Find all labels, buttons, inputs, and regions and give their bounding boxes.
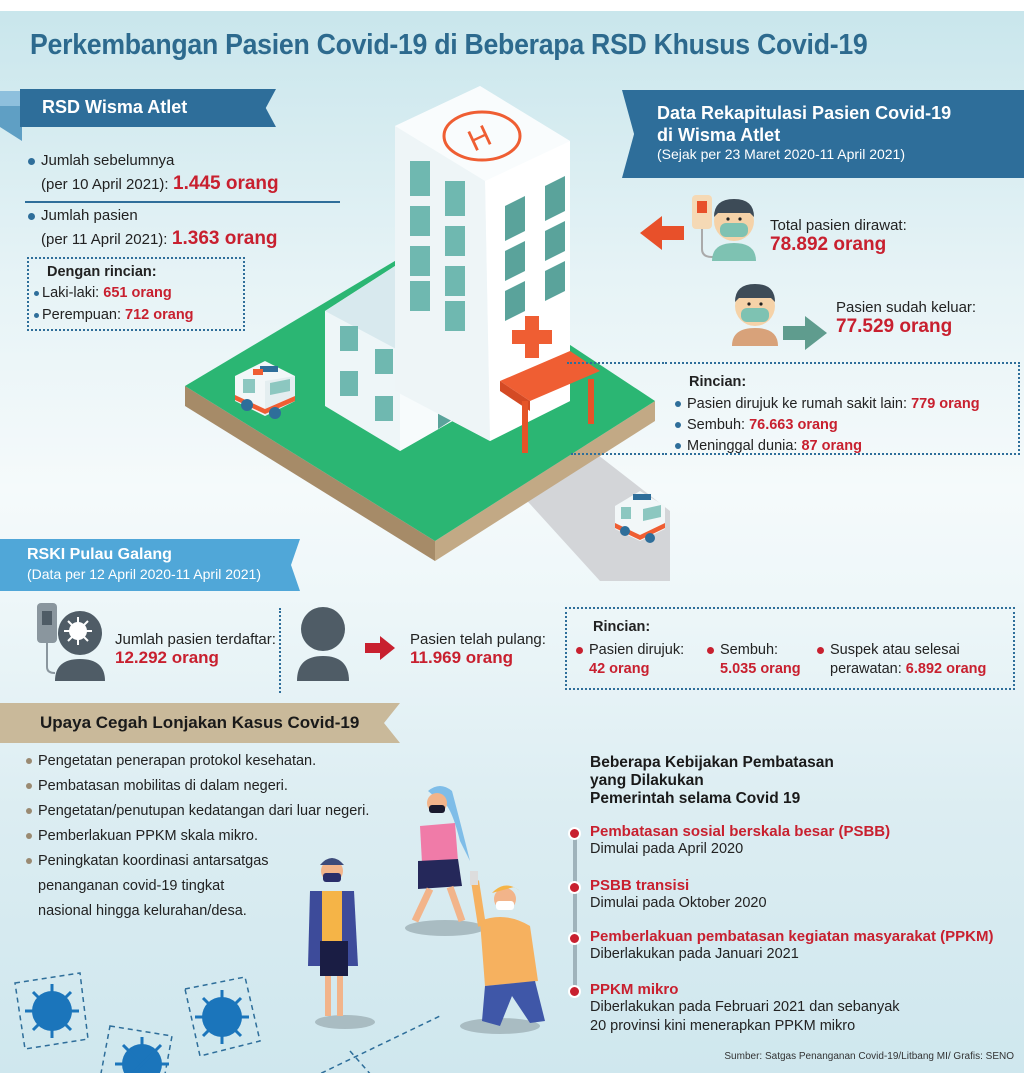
previous-count: Jumlah sebelumnya (per 10 April 2021): 1… <box>28 152 279 195</box>
bullet-icon <box>675 422 681 429</box>
prevention-ribbon: Upaya Cegah Lonjakan Kasus Covid-19 <box>0 703 400 743</box>
galang-ribbon: RSKI Pulau Galang (Data per 12 April 202… <box>0 539 300 591</box>
bullet-icon <box>26 783 32 790</box>
gender-breakdown-box: Dengan rincian: Laki-laki: 651 orang Per… <box>27 257 245 331</box>
list-item: Peningkatan koordinasi antarsatgas <box>26 849 369 874</box>
bullet-icon <box>26 758 32 765</box>
timeline-dot <box>568 881 581 894</box>
breakdown-male: Laki-laki: 651 orang <box>34 285 172 301</box>
galang-details-box: Rincian: Pasien dirujuk: 42 orang Sembuh… <box>565 607 1015 690</box>
bullet-icon <box>675 443 681 450</box>
policies-heading: Beberapa Kebijakan Pembatasan yang Dilak… <box>590 754 834 807</box>
recap-period: (Sejak per 23 Maret 2020-11 April 2021) <box>657 146 905 162</box>
timeline-item: Pembatasan sosial berskala besar (PSBB) … <box>590 823 891 857</box>
galang-returned: Pasien telah pulang: 11.969 orang <box>410 631 546 667</box>
timeline-item: PSBB transisi Dimulai pada Oktober 2020 <box>590 877 767 911</box>
wisma-atlet-ribbon: RSD Wisma Atlet <box>20 89 276 127</box>
bullet-icon <box>707 646 714 654</box>
current-count: Jumlah pasien (per 11 April 2021): 1.363… <box>28 207 278 250</box>
social-distancing-illustration <box>14 972 441 1073</box>
bullet-icon <box>675 401 681 408</box>
timeline-dot <box>568 985 581 998</box>
detail-suspect: Suspek atau selesai perawatan: 6.892 ora… <box>817 641 986 679</box>
timeline-line <box>573 837 577 997</box>
breakdown-female: Perempuan: 712 orang <box>34 307 194 323</box>
patient-virus-icon <box>37 603 105 681</box>
recap-ribbon: Data Rekapitulasi Pasien Covid-19 di Wis… <box>622 90 1024 178</box>
person-silhouette-icon <box>297 607 349 681</box>
list-item: Pengetatan/penutupan kedatangan dari lua… <box>26 799 369 824</box>
previous-count-value: 1.445 orang <box>173 173 279 194</box>
patient-iv-icon <box>692 195 756 261</box>
connector-line <box>567 362 667 364</box>
red-cross-icon <box>512 316 552 358</box>
detail-recovered: Sembuh: 76.663 orang <box>675 415 980 436</box>
bullet-icon <box>26 808 32 815</box>
infographic-canvas: Perkembangan Pasien Covid-19 di Beberapa… <box>0 11 1024 1073</box>
connector-line <box>571 453 667 455</box>
timeline-item: PPKM mikro Diberlakukan pada Februari 20… <box>590 981 900 1034</box>
ambulance-icon <box>615 491 665 543</box>
ribbon-fold <box>0 91 22 109</box>
vertical-divider <box>279 608 281 693</box>
bullet-icon <box>28 212 35 220</box>
bullet-icon <box>817 646 824 654</box>
timeline-dot <box>568 827 581 840</box>
wisma-atlet-heading: RSD Wisma Atlet <box>42 97 188 117</box>
galang-period: (Data per 12 April 2020-11 April 2021) <box>27 566 261 582</box>
galang-returned-value: 11.969 orang <box>410 648 514 667</box>
bullet-icon <box>26 858 32 865</box>
hospital-illustration: H <box>185 86 670 581</box>
arrow-left-icon <box>640 216 684 250</box>
ribbon-fold <box>0 106 22 141</box>
discharged-value: 77.529 orang <box>836 316 953 337</box>
detail-deceased: Meninggal dunia: 87 orang <box>675 436 980 457</box>
recap-details-box: Rincian: Pasien dirujuk ke rumah sakit l… <box>665 362 1020 455</box>
divider <box>25 201 340 203</box>
bullet-icon <box>34 290 39 296</box>
prevention-heading: Upaya Cegah Lonjakan Kasus Covid-19 <box>40 713 360 732</box>
galang-registered-value: 12.292 orang <box>115 648 219 667</box>
total-treated: Total pasien dirawat: 78.892 orang <box>770 217 907 255</box>
recap-heading: Data Rekapitulasi Pasien Covid-19 di Wis… <box>657 103 952 145</box>
total-treated-value: 78.892 orang <box>770 234 887 255</box>
arrow-right-icon <box>783 316 827 350</box>
ambulance-icon <box>235 361 295 419</box>
arrow-right-icon <box>365 636 395 660</box>
list-item: Pengetatan penerapan protokol kesehatan. <box>26 749 369 774</box>
bullet-icon <box>576 646 583 654</box>
masked-pedestrians-icon <box>308 786 545 1034</box>
galang-registered: Jumlah pasien terdaftar: 12.292 orang <box>115 631 276 667</box>
breakdown-heading: Dengan rincian: <box>47 264 157 280</box>
timeline-dot <box>568 932 581 945</box>
galang-heading: RSKI Pulau Galang <box>27 546 172 563</box>
prevention-list: Pengetatan penerapan protokol kesehatan.… <box>26 749 369 924</box>
bullet-icon <box>34 312 39 318</box>
detail-recovered: Sembuh: 5.035 orang <box>707 641 801 679</box>
current-count-value: 1.363 orang <box>171 228 278 249</box>
bullet-icon <box>26 833 32 840</box>
masked-patient-icon <box>732 284 778 346</box>
discharged: Pasien sudah keluar: 77.529 orang <box>836 299 977 337</box>
detail-referred: Pasien dirujuk ke rumah sakit lain: 779 … <box>675 394 980 415</box>
list-item: Pemberlakuan PPKM skala mikro. <box>26 824 369 849</box>
detail-referred: Pasien dirujuk: 42 orang <box>576 641 684 679</box>
page-title: Perkembangan Pasien Covid-19 di Beberapa… <box>30 29 868 61</box>
source-credit: Sumber: Satgas Penanganan Covid-19/Litba… <box>724 1051 1014 1062</box>
list-item: Pembatasan mobilitas di dalam negeri. <box>26 774 369 799</box>
bullet-icon <box>28 157 35 165</box>
timeline-item: Pemberlakuan pembatasan kegiatan masyara… <box>590 928 994 962</box>
